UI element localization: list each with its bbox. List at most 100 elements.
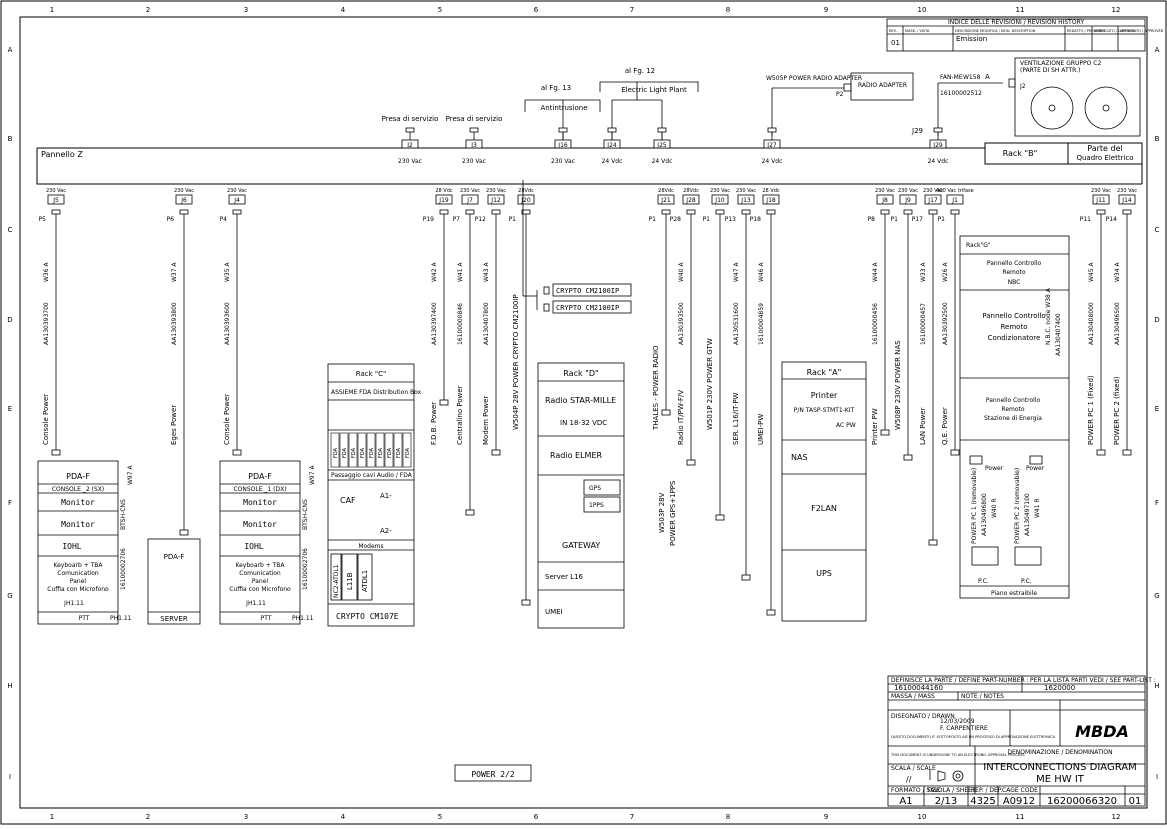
cable-name-16: POWER PC 1 (Fixed) [1087, 375, 1095, 445]
rack-g-nbc-pn: AA130407400 [1055, 313, 1062, 356]
cable-w-16: W45 A [1088, 262, 1095, 282]
cable-pn-11: 16100004859 [758, 303, 765, 345]
console-left-monitor-1: Monitor [61, 498, 95, 507]
revision-header-0: REV. [889, 29, 897, 33]
title-tavola-label: TAVOLA / SHEET [926, 787, 976, 794]
title-rev: 01 [1129, 796, 1142, 807]
bottom-jack-J18: J18 [765, 197, 776, 204]
cable-plug-8 [686, 459, 696, 466]
console-right-jh: JH1.11 [245, 600, 266, 607]
top-jack-voltage-J29: 24 Vdc [928, 158, 949, 165]
cable-pn-14: 16100000457 [920, 303, 927, 345]
console-right-iohl: IOHL [244, 542, 263, 551]
bottom-plug-label-J12: P12 [475, 216, 486, 223]
pc2-pn: AA130497100 [1024, 493, 1031, 536]
panel-z-bus [36, 142, 1143, 185]
cable-pn-2: AA130393600 [224, 302, 231, 345]
fda-cell-1 [339, 432, 349, 468]
bottom-plug-label-J13: P13 [725, 216, 736, 223]
top-jack-plug-J24 [607, 127, 617, 133]
bottom-jack-J4: J4 [233, 197, 240, 204]
cable-name-13: W508P 230V POWER NAS [894, 340, 902, 430]
cable-name-17: POWER PC 2 (fixed) [1113, 376, 1121, 445]
cable-name-6: W504P 28V POWER CRYPTO CM2100IP [512, 294, 520, 430]
rack-c-title: Rack "C" [356, 370, 386, 378]
top-jack-voltage-J3: 230 Vac [462, 158, 486, 165]
title-list-header: PER LA LISTA PARTI VEDI / SEE PART-LIST … [1030, 677, 1156, 684]
console-left-ph: PH1.11 [110, 615, 132, 622]
console-left-iohl: IOHL [62, 542, 81, 551]
modem-boxes [330, 553, 373, 601]
revision-header-1: MASK. / VISTA [905, 29, 930, 33]
fda-cell-label-3: FDA [360, 447, 366, 458]
fda-cell-6 [384, 432, 394, 468]
cable-plug-16 [1096, 449, 1106, 456]
grid-row-left-C: C [8, 226, 13, 234]
cable-pn-3: AA130397400 [431, 302, 438, 345]
top-jack-J2: J2 [406, 142, 413, 149]
title-line-1: INTERCONNECTIONS DIAGRAM [983, 762, 1136, 773]
cable-name-3: F.D.B. Power [430, 402, 438, 445]
title-electronic: THIS DOCUMENT IS UNDERGONE TO AN ELECTRO… [890, 753, 1025, 757]
console-left-pdaf: PDA-F [66, 472, 90, 481]
console-right-pdaf: PDA-F [248, 472, 272, 481]
radio-adapter-box-label: RADIO ADAPTER [858, 82, 907, 89]
cable-name-5: Modem Power [482, 396, 490, 445]
fan-me-label: FAN-ME [940, 74, 963, 81]
top-jack-plug-J16 [558, 127, 568, 133]
bottom-plug-label-J17: P17 [912, 216, 923, 223]
cable-plug-14 [928, 539, 938, 546]
bottom-jack-box-J4 [228, 194, 246, 205]
title-formato-label: FORMATO / SIZE [891, 787, 940, 794]
consoles [37, 460, 301, 625]
bottom-jack-box-J6 [175, 194, 193, 205]
grid-col-bottom-10: 10 [918, 813, 927, 821]
cable-w-0: W36 A [43, 262, 50, 282]
top-jack-voltage-J27: 24 Vdc [762, 158, 783, 165]
grid-row-right-F: F [1155, 499, 1159, 507]
cable-w-14: W33 A [920, 262, 927, 282]
crypto-cm2100ip-1: CRYPTO CM2100IP [556, 287, 619, 295]
bottom-jack-box-J14 [1118, 194, 1136, 205]
title-logo: MBDA [1075, 722, 1129, 741]
console-left-btsh: BTSH-CNS [120, 499, 127, 530]
al-fg13-label: al Fg. 13 [541, 84, 571, 92]
w505p-label: W505P POWER RADIO ADAPTER [766, 75, 862, 82]
rack-d-gps: GPS [589, 485, 601, 492]
bottom-plug-label-J5: P5 [39, 216, 47, 223]
bottom-jack-J12: J12 [490, 197, 501, 204]
cable-name-0: Console Power [42, 394, 50, 445]
vent-j2: J2 [1019, 83, 1026, 90]
bottom-jack-J7: J7 [466, 197, 473, 204]
rack-c-fda: ASSIEME FDA Distribution Box [331, 389, 422, 396]
bottom-jack-voltage-J4: 230 Vac [227, 188, 247, 194]
cable-pn-0: AA130393700 [43, 302, 50, 345]
cable-name-2: Console Power [223, 394, 231, 445]
grid-col-top-9: 9 [824, 6, 828, 14]
bottom-plug-J18 [766, 209, 776, 215]
w158-a-label: A [985, 73, 990, 81]
pc1-power: Power [985, 465, 1004, 472]
cable-name-4: Centralino Power [456, 385, 464, 445]
title-scale: // [906, 775, 912, 784]
bottom-jack-box-J12 [487, 194, 505, 205]
bottom-jack-voltage-J7: 230 Vac [460, 188, 480, 194]
rack-c-passaggio: Passaggio cavi Audio / FDA [331, 472, 413, 479]
title-note: NOTE / NOTES [961, 693, 1004, 700]
cable-plug-0 [51, 449, 61, 456]
title-cage-code: A0912 [1003, 796, 1035, 807]
crypto-cm2100ip-2: CRYPTO CM2100IP [556, 304, 619, 312]
cable-w-11: W46 A [758, 262, 765, 282]
cable-plug-4 [465, 509, 475, 516]
title-drawn: DISEGNATO / DRAWN [891, 713, 955, 720]
top-jack-voltage-J25: 24 Vdc [652, 158, 673, 165]
bottom-jack-box-J20 [517, 194, 535, 205]
bottom-jack-J10: J10 [714, 197, 725, 204]
cable-plug-13 [903, 454, 913, 461]
cable-plug-9 [715, 514, 725, 521]
bottom-jack-voltage-J1: 400 Vac trifase [936, 188, 973, 194]
